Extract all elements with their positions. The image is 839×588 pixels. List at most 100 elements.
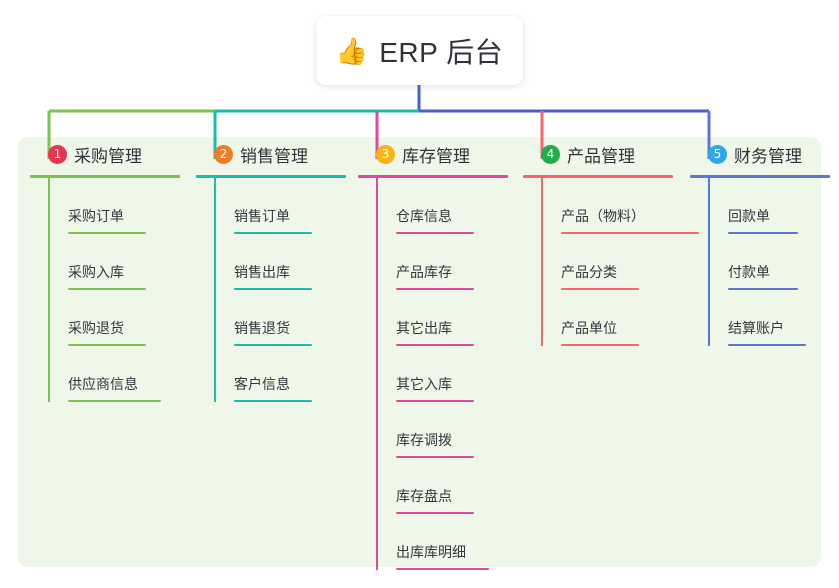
branch-item-underline — [396, 568, 489, 570]
branch-number-badge: 3 — [376, 144, 395, 164]
branch-underline — [196, 175, 346, 178]
branch-item[interactable]: 采购退货 — [48, 290, 180, 346]
branch-item[interactable]: 供应商信息 — [48, 346, 180, 402]
branch-item-label: 销售退货 — [234, 320, 290, 336]
branch-item-underline — [396, 344, 474, 346]
branch-underline — [523, 175, 673, 178]
branch-column-财务管理: 5 财务管理回款单付款单结算账户 — [690, 137, 830, 346]
branch-item-label: 采购退货 — [68, 320, 124, 336]
branch-number-badge: 1 — [48, 144, 67, 164]
branch-item[interactable]: 采购订单 — [48, 178, 180, 234]
branch-item-label: 采购订单 — [68, 208, 124, 224]
branch-item-label: 库存调拨 — [396, 432, 452, 448]
branch-spine — [541, 178, 543, 346]
branch-items: 回款单付款单结算账户 — [690, 178, 830, 346]
branch-item-label: 出库库明细 — [396, 544, 466, 560]
branch-item-label: 产品单位 — [561, 320, 617, 336]
branch-item-label: 供应商信息 — [68, 376, 138, 392]
branch-item[interactable]: 库存盘点 — [376, 458, 508, 514]
branch-item-label: 销售订单 — [234, 208, 290, 224]
branch-number-badge: 2 — [214, 144, 233, 164]
branch-item-label: 产品分类 — [561, 264, 617, 280]
branch-item-underline — [68, 400, 161, 402]
branch-item-underline — [396, 232, 474, 234]
branch-item-underline — [68, 344, 146, 346]
branch-item-underline — [234, 288, 312, 290]
branch-number-badge: 5 — [708, 144, 727, 164]
branch-spine — [708, 178, 710, 346]
branch-item-underline — [234, 344, 312, 346]
branch-spine — [214, 178, 216, 402]
branch-item[interactable]: 出库库明细 — [376, 514, 508, 570]
branch-item[interactable]: 产品分类 — [541, 234, 699, 290]
thumbs-up-icon: 👍 — [335, 35, 369, 66]
branch-item-underline — [728, 232, 798, 234]
branch-item-underline — [234, 400, 312, 402]
branch-item[interactable]: 其它出库 — [376, 290, 508, 346]
branch-item-underline — [396, 400, 474, 402]
branch-item-label: 产品库存 — [396, 264, 452, 280]
branch-underline — [358, 175, 508, 178]
branch-title: 财务管理 — [734, 146, 802, 166]
branch-item-underline — [728, 288, 798, 290]
branch-header-产品管理[interactable]: 4 产品管理 — [523, 137, 699, 171]
branch-item[interactable]: 产品（物料） — [541, 178, 699, 234]
branch-item[interactable]: 销售退货 — [214, 290, 346, 346]
branch-header-财务管理[interactable]: 5 财务管理 — [690, 137, 830, 171]
branch-item[interactable]: 销售出库 — [214, 234, 346, 290]
branch-items: 产品（物料） 产品分类产品单位 — [523, 178, 699, 346]
branch-item-label: 销售出库 — [234, 264, 290, 280]
root-node[interactable]: 👍 ERP 后台 — [316, 16, 523, 85]
branch-item[interactable]: 其它入库 — [376, 346, 508, 402]
branch-item[interactable]: 仓库信息 — [376, 178, 508, 234]
branch-item[interactable]: 付款单 — [708, 234, 830, 290]
branch-column-库存管理: 3 库存管理仓库信息产品库存其它出库其它入库库存调拨库存盘点出库库明细 — [358, 137, 508, 570]
branch-item-underline — [561, 288, 639, 290]
branch-item-underline — [234, 232, 312, 234]
branch-item-label: 回款单 — [728, 208, 770, 224]
branch-header-库存管理[interactable]: 3 库存管理 — [358, 137, 508, 171]
branch-header-采购管理[interactable]: 1 采购管理 — [30, 137, 180, 171]
branch-underline — [30, 175, 180, 178]
branch-item[interactable]: 采购入库 — [48, 234, 180, 290]
branch-item-label: 结算账户 — [728, 320, 784, 336]
root-node-label: ERP 后台 — [379, 36, 504, 68]
branch-title: 产品管理 — [567, 146, 635, 166]
branch-spine — [48, 178, 50, 402]
branch-item[interactable]: 库存调拨 — [376, 402, 508, 458]
branch-item-underline — [68, 288, 146, 290]
branch-item-label: 客户信息 — [234, 376, 290, 392]
branch-item-underline — [396, 456, 474, 458]
branch-item-label: 付款单 — [728, 264, 770, 280]
branch-item-label: 其它出库 — [396, 320, 452, 336]
branch-item-label: 仓库信息 — [396, 208, 452, 224]
branch-item-underline — [68, 232, 146, 234]
branch-number-badge: 4 — [541, 144, 560, 164]
branch-header-销售管理[interactable]: 2 销售管理 — [196, 137, 346, 171]
branch-item[interactable]: 产品单位 — [541, 290, 699, 346]
branch-item-underline — [728, 344, 806, 346]
branch-items: 销售订单销售出库销售退货客户信息 — [196, 178, 346, 402]
branch-spine — [376, 178, 378, 570]
branch-item[interactable]: 销售订单 — [214, 178, 346, 234]
branch-title: 销售管理 — [240, 146, 308, 166]
branch-item[interactable]: 结算账户 — [708, 290, 830, 346]
branch-title: 库存管理 — [402, 146, 470, 166]
branch-underline — [690, 175, 830, 178]
branch-item-label: 库存盘点 — [396, 488, 452, 504]
branch-item-label: 产品（物料） — [561, 208, 645, 224]
branch-item-label: 采购入库 — [68, 264, 124, 280]
branch-item-underline — [561, 344, 639, 346]
branch-items: 采购订单采购入库采购退货供应商信息 — [30, 178, 180, 402]
branch-item-label: 其它入库 — [396, 376, 452, 392]
branch-title: 采购管理 — [74, 146, 142, 166]
branch-item[interactable]: 回款单 — [708, 178, 830, 234]
branch-item-underline — [396, 288, 474, 290]
branch-item-underline — [396, 512, 474, 514]
branch-item[interactable]: 客户信息 — [214, 346, 346, 402]
branch-column-采购管理: 1 采购管理采购订单采购入库采购退货供应商信息 — [30, 137, 180, 402]
branch-column-销售管理: 2 销售管理销售订单销售出库销售退货客户信息 — [196, 137, 346, 402]
branch-column-产品管理: 4 产品管理产品（物料） 产品分类产品单位 — [523, 137, 699, 346]
branch-item[interactable]: 产品库存 — [376, 234, 508, 290]
